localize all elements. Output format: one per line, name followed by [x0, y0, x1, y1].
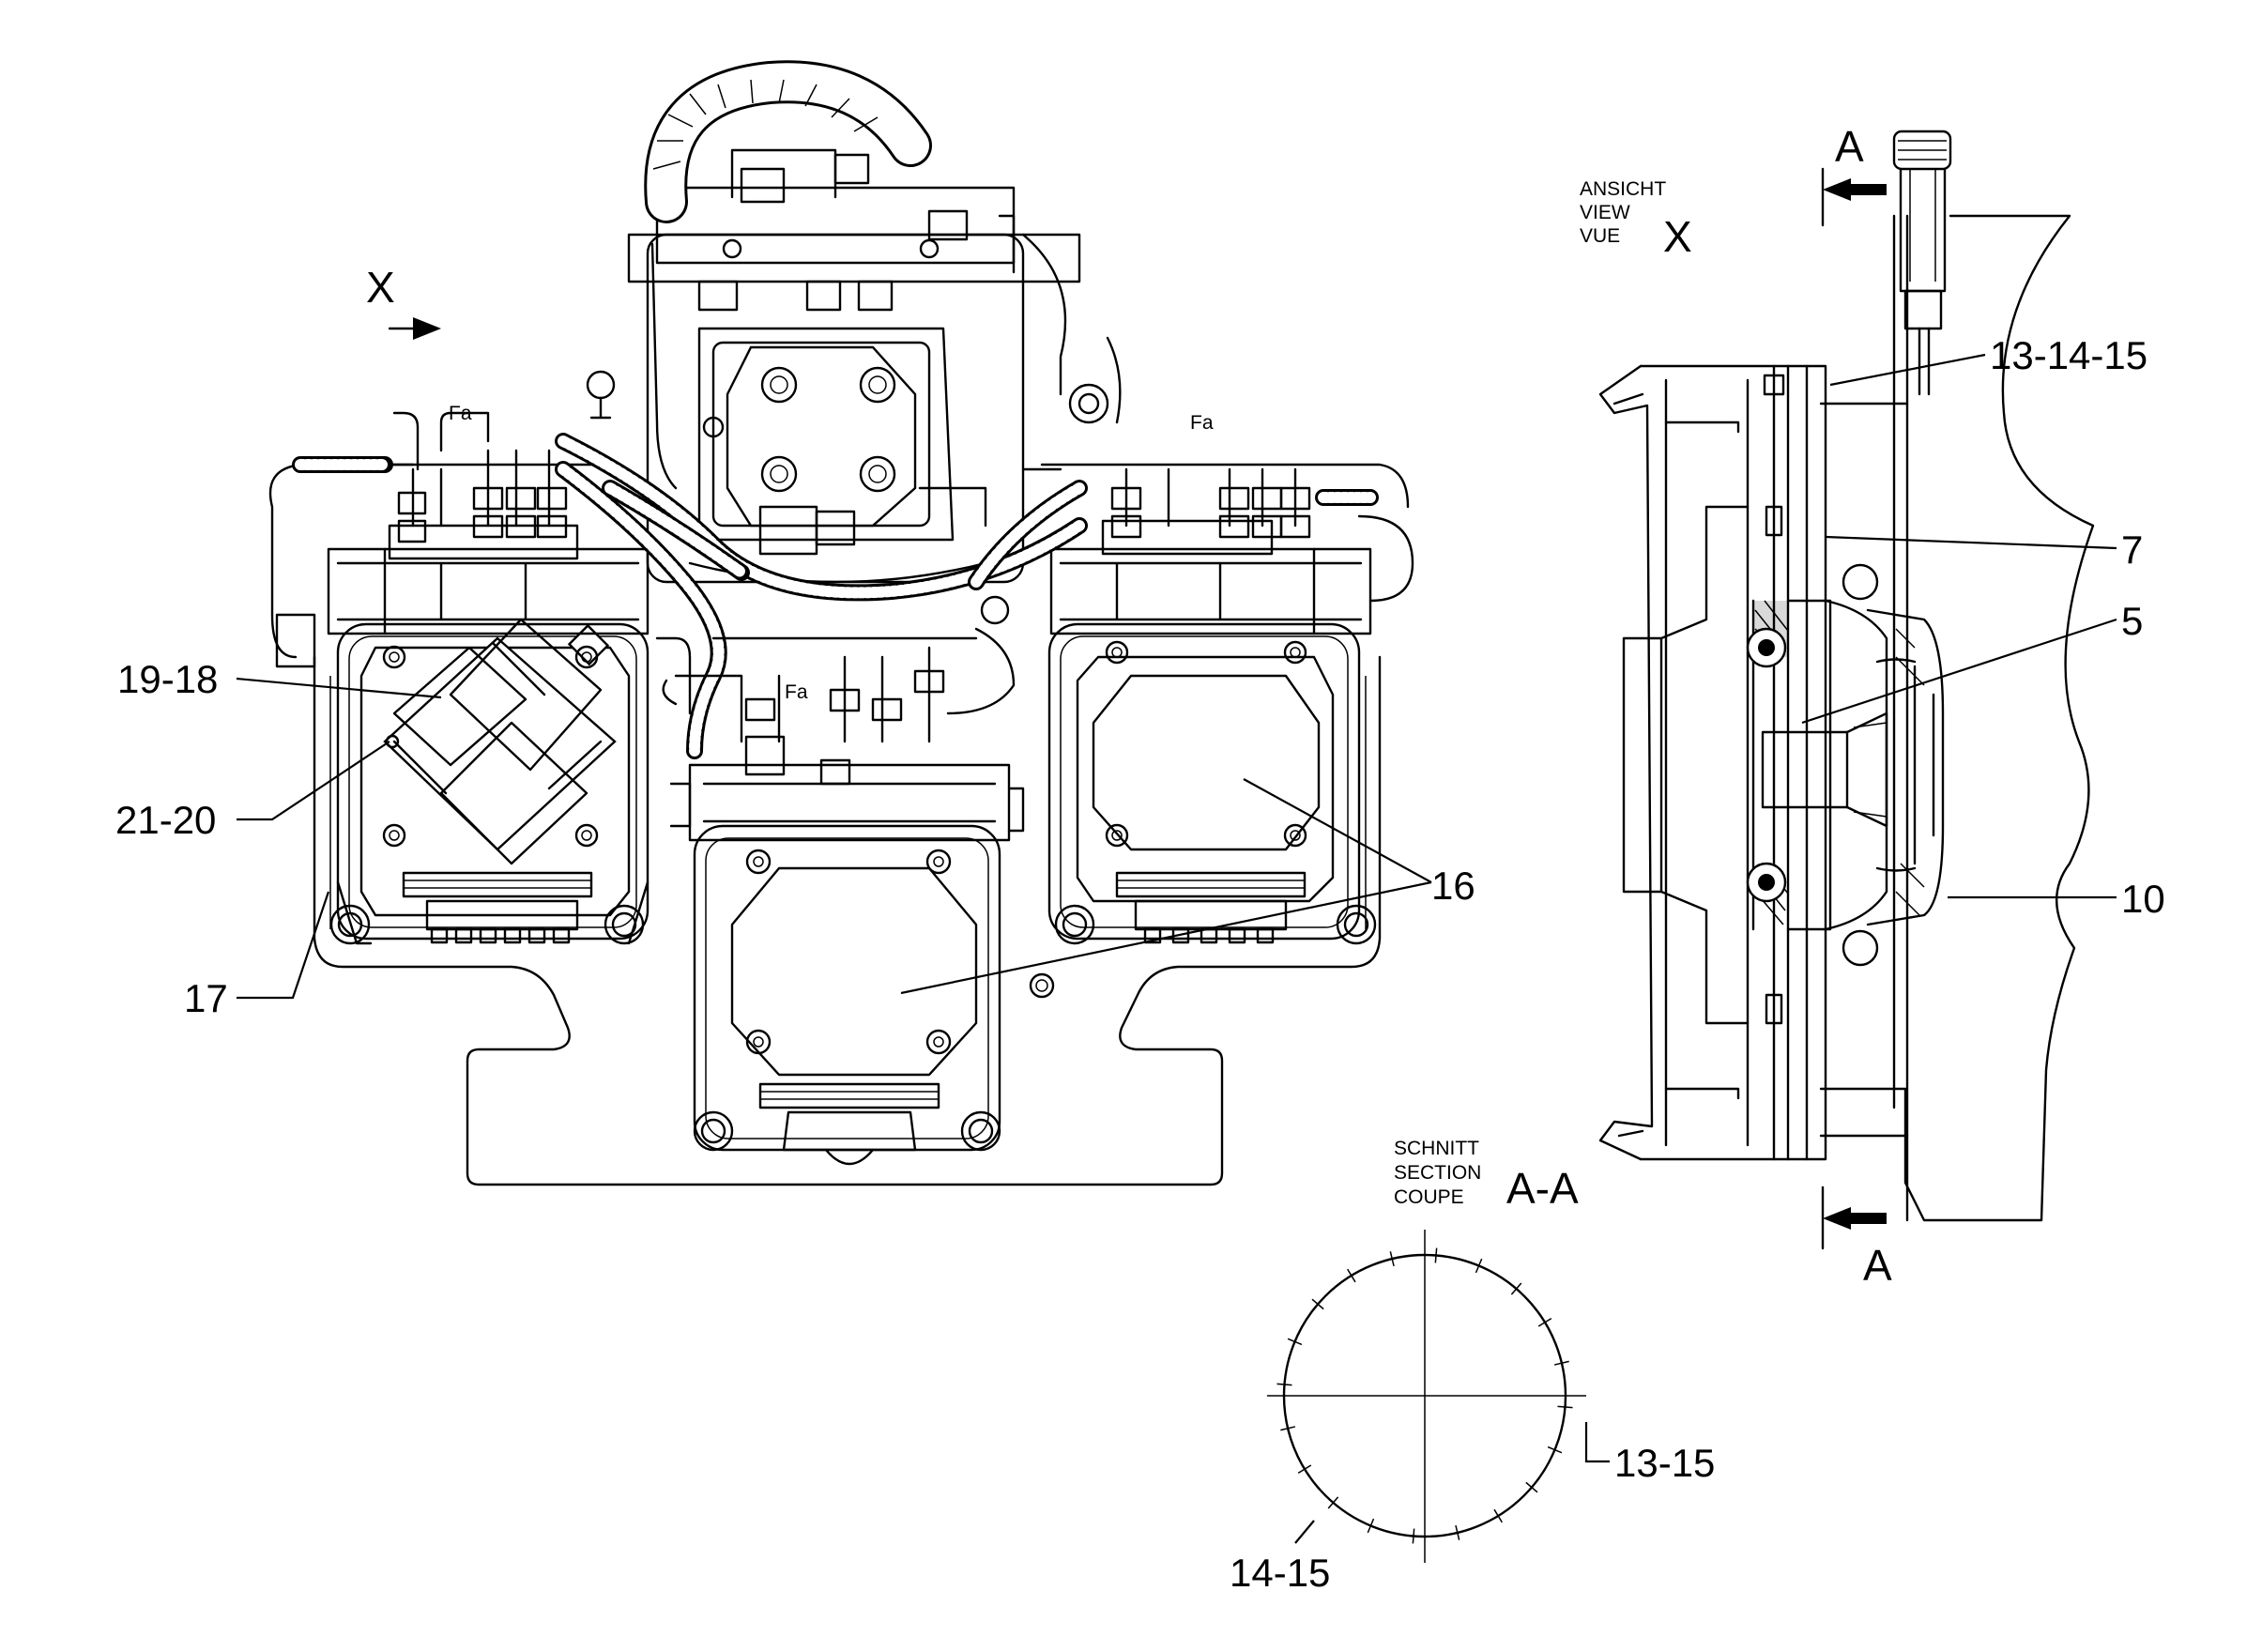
bolt-tick	[1525, 1481, 1538, 1493]
bolt-tick	[1557, 1405, 1573, 1409]
bolt-tick	[1367, 1518, 1375, 1534]
callout-21-20: 21-20	[115, 798, 216, 842]
callout-5: 5	[2121, 599, 2143, 643]
bolt-tick	[1347, 1268, 1356, 1283]
bolt-tick	[1434, 1247, 1438, 1263]
left-pump	[329, 618, 650, 945]
upper-pump	[627, 148, 1122, 584]
view-x-marker: X	[366, 263, 441, 340]
view-title-line-3: VUE	[1580, 225, 1620, 247]
section-title-designation: A-A	[1506, 1164, 1579, 1213]
view-title-line-1: ANSICHT	[1580, 178, 1666, 200]
bolt-tick	[1297, 1464, 1312, 1474]
bolt-tick	[1280, 1426, 1296, 1431]
section-marker-bottom: A	[1863, 1241, 1892, 1290]
center-pump	[669, 735, 1055, 1166]
pump-assembly-front-view: Fa Fa Fa	[268, 60, 1414, 1186]
fa-label: Fa	[449, 403, 472, 424]
section-title-line-2: SECTION	[1394, 1162, 1481, 1184]
view-title-letter: X	[1663, 212, 1692, 261]
bolt-tick	[1510, 1282, 1522, 1295]
bolt-tick	[1553, 1360, 1569, 1366]
bolt-tick	[1475, 1258, 1483, 1274]
right-manifold	[1040, 463, 1410, 635]
section-title-line-1: SCHNITT	[1394, 1138, 1479, 1159]
callout-19-18: 19-18	[117, 657, 218, 701]
leader-lines	[236, 353, 2117, 1544]
mounting-bracket	[313, 655, 1382, 1186]
callout-13-15: 13-15	[1614, 1441, 1715, 1485]
section-a-a: SCHNITT SECTION COUPE A-A	[1267, 1138, 1586, 1563]
right-pump	[1047, 514, 1414, 945]
bolt-tick	[1537, 1318, 1552, 1327]
view-title-line-2: VIEW	[1580, 202, 1630, 223]
fa-label: Fa	[1190, 412, 1214, 434]
cover-plate-19-18	[383, 618, 617, 865]
bolt-tick	[1311, 1298, 1324, 1310]
bolt-tick	[1327, 1496, 1339, 1509]
callout-14-15: 14-15	[1230, 1551, 1330, 1595]
callout-16: 16	[1431, 864, 1475, 908]
left-manifold	[268, 370, 650, 668]
callout-labels: 19-18 21-20 17 16 13-14-15 7 5 10 13-15 …	[115, 333, 2165, 1595]
callout-13-14-15: 13-14-15	[1990, 333, 2147, 377]
bolt-ticks	[1276, 1247, 1573, 1544]
bolt-tick	[1547, 1446, 1563, 1454]
callout-7: 7	[2121, 528, 2143, 572]
side-view-x: ANSICHT VIEW VUE X A A	[1580, 122, 2095, 1290]
bolt-tick	[1389, 1251, 1395, 1267]
bolt-tick	[1493, 1508, 1503, 1523]
callout-10: 10	[2121, 877, 2165, 921]
bolt-tick	[1287, 1338, 1303, 1346]
fa-label: Fa	[785, 681, 808, 703]
braided-hose-top	[644, 60, 932, 223]
section-title-line-3: COUPE	[1394, 1186, 1464, 1208]
section-marker-top: A	[1835, 122, 1864, 171]
bolt-tick	[1455, 1524, 1460, 1540]
view-x-letter: X	[366, 263, 395, 312]
bolt-tick	[1412, 1528, 1415, 1544]
callout-17: 17	[184, 976, 228, 1020]
